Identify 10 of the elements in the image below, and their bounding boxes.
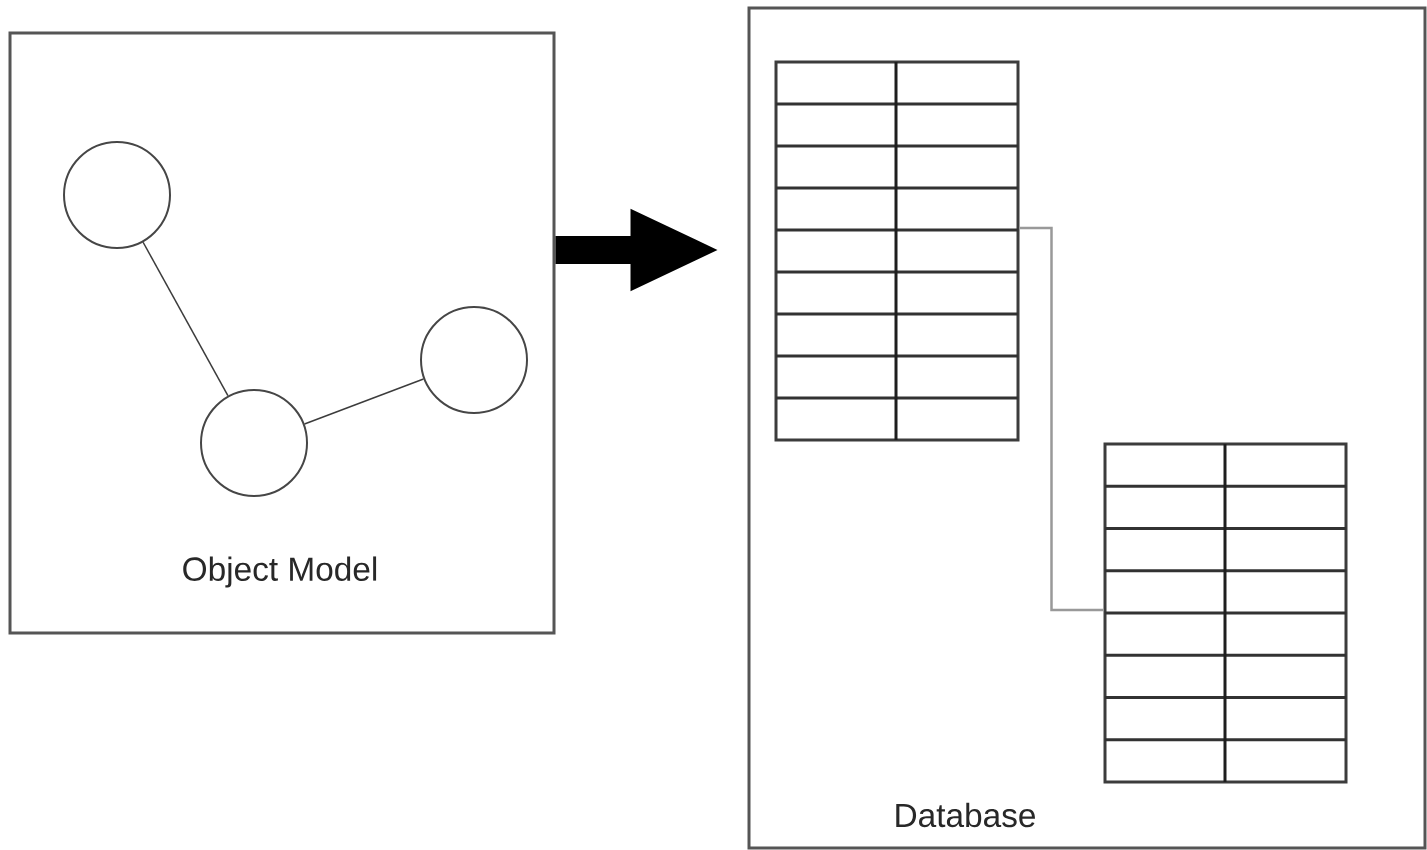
connector-line: [1019, 226, 1104, 612]
object-circle: [200, 389, 308, 497]
model-box: Object Model: [8, 31, 556, 635]
object-circle: [420, 306, 528, 414]
database-table: [1103, 442, 1348, 784]
connector-line: [142, 241, 229, 397]
database-box: Database: [747, 6, 1427, 850]
database-table: [774, 60, 1020, 442]
object-circle: [63, 141, 171, 249]
connector-line: [303, 378, 425, 425]
